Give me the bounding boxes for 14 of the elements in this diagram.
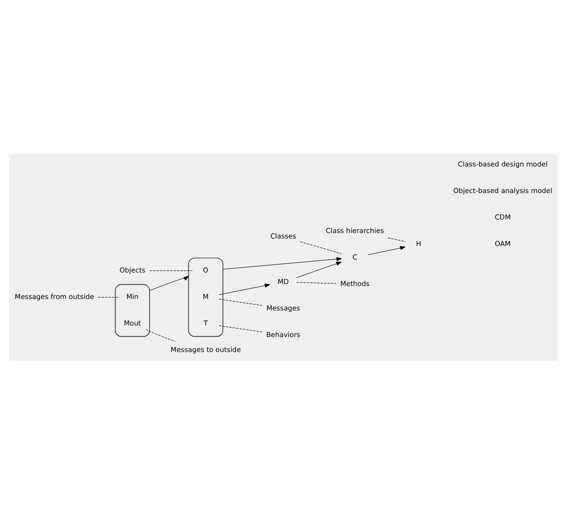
arrow [149, 275, 189, 290]
connector [218, 298, 262, 306]
arrow [368, 246, 406, 255]
arrow [218, 283, 270, 294]
cluster [188, 257, 224, 336]
arrow [222, 256, 342, 269]
connector [300, 240, 342, 254]
connector [98, 296, 120, 297]
cluster [114, 284, 150, 336]
arrow [296, 261, 342, 278]
connector [388, 237, 406, 242]
connector [145, 328, 176, 342]
connector [218, 324, 262, 332]
connector [296, 282, 336, 284]
